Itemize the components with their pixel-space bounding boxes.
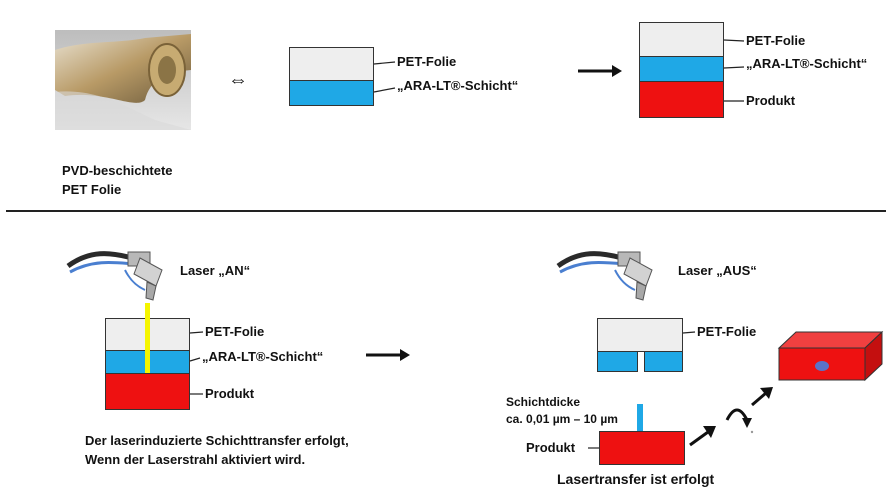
pet-foil-label: PET-Folie [697,324,757,339]
product-layer [599,431,685,465]
ara-lt-label: „ARA-LT®-Schicht“ [397,78,519,93]
section-divider [6,210,886,212]
leader-lines [189,39,745,449]
pet-foil-label: PET-Folie [397,54,457,69]
pet-foil-layer [639,22,724,57]
laser-head-icon-right [556,251,653,301]
thickness-line1: Schichtdicke [506,395,581,409]
caption-line2: Wenn der Laserstrahl aktiviert wird. [85,452,306,467]
arrow-diagonal-1 [689,426,716,447]
arrow-diagonal-2 [751,387,773,407]
ara-lt-label: „ARA-LT®-Schicht“ [746,56,868,71]
laser-beam [145,303,150,373]
ara-lt-label: „ARA-LT®-Schicht“ [202,349,324,364]
laser-off-label: Laser „AUS“ [678,263,757,278]
product-block-3d [777,330,884,382]
product-label: Produkt [205,386,255,401]
photo-caption-line1: PVD-beschichtete [62,163,173,178]
arrow-right-top [578,65,622,77]
rotate-arrow-icon [725,408,752,428]
pvd-foil-photo [55,30,191,130]
pet-foil-layer [597,318,683,352]
product-label: Produkt [746,93,796,108]
result-label: Lasertransfer ist erfolgt [557,471,715,487]
equivalence-symbol: ⇔ [228,69,248,91]
caption-line1: Der laserinduzierte Schichttransfer erfo… [85,433,349,448]
laser-on-label: Laser „AN“ [180,263,251,278]
pet-foil-label: PET-Folie [205,324,265,339]
thickness-line2: ca. 0,01 µm – 10 µm [506,412,618,426]
product-layer [639,81,724,118]
transferred-spot [815,361,829,371]
product-layer [105,373,190,410]
laser-head-icon-left [66,251,163,301]
product-label: Produkt [526,440,576,455]
arrow-right-bottom [366,349,410,361]
ara-lt-layer [639,56,724,82]
ara-lt-layer [289,80,374,106]
transferred-ara-layer [637,404,643,431]
pet-foil-label: PET-Folie [746,33,806,48]
photo-caption-line2: PET Folie [62,182,122,197]
ara-lt-remaining-right [644,351,683,372]
ara-lt-remaining-left [597,351,638,372]
